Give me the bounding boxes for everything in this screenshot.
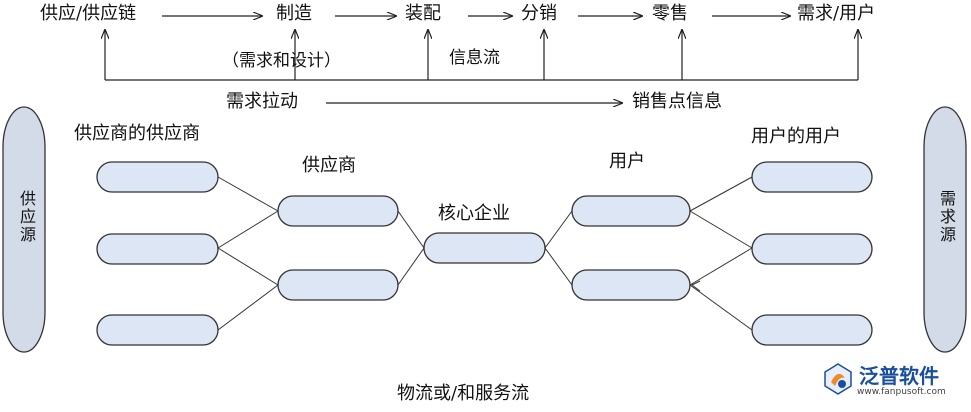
customer-of-customer-node (751, 314, 873, 346)
supplier-node (277, 269, 399, 301)
connector (217, 210, 279, 249)
core-enterprise-node (423, 232, 546, 264)
connector (689, 247, 753, 286)
flow-step-retail: 零售 (652, 3, 688, 24)
pos-info-label: 销售点信息 (632, 91, 722, 112)
demand-source-label: 需求源 (937, 190, 956, 244)
fanpusoft-logo: 泛普软件 www.fanpusoft.com (823, 360, 953, 402)
flow-step-demand: 需求/用户 (797, 3, 876, 24)
customer-of-customer-node (751, 161, 873, 193)
network-connectors (217, 176, 753, 331)
connector (544, 210, 573, 249)
supply-source-shape (2, 106, 46, 353)
network-nodes (96, 161, 873, 346)
supplier-of-supplier-node (96, 314, 219, 346)
demand-source-shape (923, 106, 967, 353)
connector (397, 247, 425, 286)
bottom-flow-label: 物流或/和服务流 (397, 383, 530, 404)
demand-pull-label: 需求拉动 (226, 91, 298, 112)
core-enterprise-label: 核心企业 (438, 203, 510, 224)
requirements-label: （需求和设计） (222, 51, 341, 71)
flow-step-distribution: 分销 (521, 3, 557, 24)
info-flow-bracket (105, 30, 858, 81)
flow-step-manufacture: 制造 (276, 3, 312, 24)
logo-url: www.fanpusoft.com (857, 387, 946, 397)
logo-icon (824, 363, 852, 395)
connector (397, 210, 425, 249)
info-flow-label: 信息流 (449, 48, 500, 68)
connector (217, 176, 279, 212)
customer-of-customer-label: 用户的用户 (751, 126, 841, 147)
connector (217, 247, 279, 286)
supplier-of-supplier-node (96, 161, 219, 193)
connector (689, 210, 753, 249)
customer-of-customer-node (751, 233, 873, 265)
arrowhead-small (691, 280, 701, 292)
customer-node (571, 269, 691, 301)
supplier-of-supplier-label: 供应商的供应商 (74, 123, 200, 144)
supplier-label: 供应商 (302, 155, 356, 176)
supplier-node (277, 195, 399, 227)
connector (689, 284, 753, 331)
supply-source-label: 供应源 (17, 190, 36, 244)
logo-name: 泛普软件 (859, 364, 939, 388)
supplier-of-supplier-node (96, 233, 219, 265)
flow-step-supply: 供应/供应链 (40, 3, 137, 24)
connector (217, 284, 279, 331)
connector (544, 247, 573, 286)
customer-node (571, 195, 691, 227)
customer-label: 用户 (609, 151, 645, 172)
flow-step-assembly: 装配 (405, 3, 441, 24)
connector (689, 176, 753, 212)
